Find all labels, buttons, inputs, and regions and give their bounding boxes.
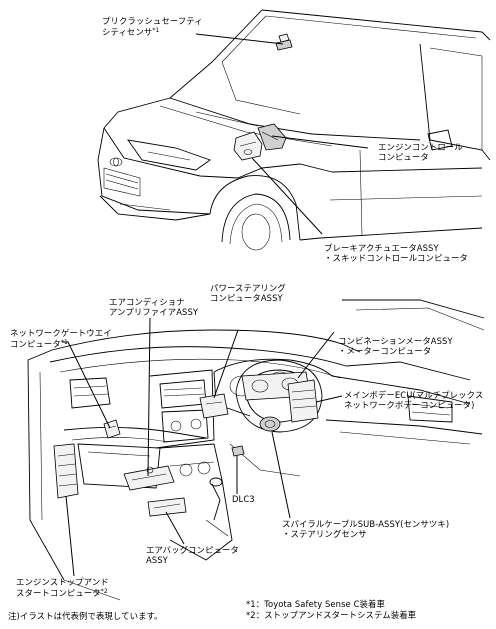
airbag-ecu-part <box>147 497 187 517</box>
label-power-steering: パワーステアリング コンピュータASSY <box>210 283 286 304</box>
label-aircon-amp: エアコンディショナ アンプリファイアASSY <box>109 297 199 318</box>
upper-leader-lines <box>195 33 369 235</box>
spiral-cable-part <box>259 416 281 432</box>
label-airbag-ecu: エアバッグコンピュータ ASSY <box>146 545 239 566</box>
lower-leader-lines <box>62 317 343 577</box>
label-engine-ecu: エンジンコントロール コンピュータ <box>378 142 463 163</box>
label-network-gateway: ネットワークゲートウエイ コンピュータ*1 <box>10 328 112 350</box>
brake-actuator-part <box>233 131 263 161</box>
label-combination-meter: コンビネーションメータASSY ・メーターコンピュータ <box>338 336 453 357</box>
label-engine-stop-start: エンジンストップアンド スタートコンピュータ*2 <box>16 577 109 599</box>
note-illustration: 注)イラストは代表例で表現しています。 <box>8 611 163 621</box>
note-star1: *1：Toyota Safety Sense C装着車 <box>246 599 385 609</box>
dashboard-drawing <box>27 299 485 601</box>
vehicle-front-drawing <box>97 9 491 251</box>
dlc3-part <box>231 445 245 457</box>
precrash-sensor-part <box>275 33 293 51</box>
engine-ecu-part <box>257 123 287 151</box>
main-body-ecu-part <box>287 379 319 423</box>
label-spiral-cable: スパイラルケーブルSUB-ASSY(センサツキ) ・ステアリングセンサ <box>282 519 450 540</box>
power-steering-part <box>199 393 229 419</box>
engine-stop-start-part <box>53 443 79 499</box>
label-brake-actuator: ブレーキアクチュエータASSY ・スキッドコントロールコンピュータ <box>324 243 468 264</box>
network-gateway-part <box>103 419 121 439</box>
aircon-amp-part <box>123 465 175 491</box>
note-star2: *2：ストップアンドスタートシステム装着車 <box>246 610 417 620</box>
label-main-body-ecu: メインボデーECU(マルチプレックス ネットワークボデーコンピュータ) <box>344 390 484 411</box>
label-dlc3: DLC3 <box>232 494 255 504</box>
label-precrash-sensor: プリクラッシュセーフティ シティセンサ*1 <box>102 16 203 38</box>
